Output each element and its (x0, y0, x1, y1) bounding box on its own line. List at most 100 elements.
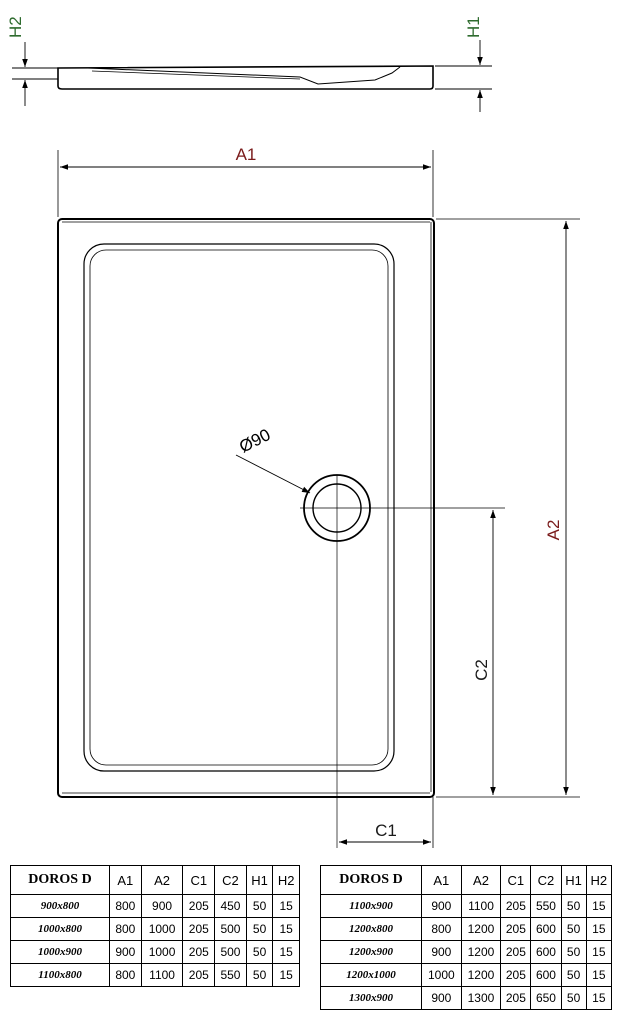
value-cell: 1200 (460, 963, 502, 987)
shower-tray-technical-drawing: H2 H1 A1 A2 C2 C1 Ø90 (6, 16, 580, 848)
size-cell: 1200x1000 (320, 963, 422, 987)
size-cell: 1000x800 (10, 917, 110, 941)
value-cell: 550 (530, 894, 562, 918)
spec-table-right: DOROS D A1 A2 C1 C2 H1 H2 1100x900 900 1… (320, 865, 613, 1010)
table-row: 1200x800 800 1200 205 600 50 15 (320, 917, 613, 941)
value-cell: 50 (245, 894, 274, 918)
value-cell: 600 (530, 917, 562, 941)
spec-table-left: DOROS D A1 A2 C1 C2 H1 H2 900x800 800 90… (10, 865, 300, 987)
model-column-header: DOROS D (320, 865, 422, 895)
value-cell: 900 (140, 894, 184, 918)
value-cell: 1200 (460, 917, 502, 941)
value-cell: 15 (585, 894, 613, 918)
model-column-header: DOROS D (10, 865, 110, 895)
table-row: 1100x900 900 1100 205 550 50 15 (320, 894, 613, 918)
table-row: 1200x900 900 1200 205 600 50 15 (320, 940, 613, 964)
h2-column-header: H2 (585, 865, 613, 895)
drain-diameter-leader (235, 454, 311, 494)
value-cell: 1000 (140, 940, 184, 964)
value-cell: 50 (245, 917, 274, 941)
table-row: 900x800 800 900 205 450 50 15 (10, 894, 300, 918)
value-cell: 500 (214, 940, 247, 964)
a1-column-header: A1 (109, 865, 142, 895)
table-header-row: DOROS D A1 A2 C1 C2 H1 H2 (10, 865, 300, 895)
c1-column-header: C1 (182, 865, 216, 895)
tray-profile-recess (87, 66, 401, 85)
value-cell: 1000 (421, 963, 462, 987)
table-row: 1200x1000 1000 1200 205 600 50 15 (320, 963, 613, 987)
tray-profile-inner-line (91, 70, 301, 80)
value-cell: 50 (560, 963, 587, 987)
value-cell: 800 (109, 894, 142, 918)
value-cell: 1300 (460, 986, 502, 1010)
c2-column-header: C2 (530, 865, 562, 895)
value-cell: 205 (182, 917, 216, 941)
value-cell: 900 (421, 894, 462, 918)
value-cell: 800 (421, 917, 462, 941)
value-cell: 500 (214, 917, 247, 941)
tray-profile-outline (57, 65, 434, 90)
value-cell: 900 (421, 986, 462, 1010)
size-cell: 1100x900 (320, 894, 422, 918)
c2-column-header: C2 (214, 865, 247, 895)
value-cell: 550 (214, 963, 247, 987)
value-cell: 205 (500, 940, 532, 964)
value-cell: 450 (214, 894, 247, 918)
value-cell: 1100 (140, 963, 184, 987)
drain-diameter-label: Ø90 (236, 425, 273, 457)
table-row: 1100x800 800 1100 205 550 50 15 (10, 963, 300, 987)
top-view (57, 150, 580, 848)
value-cell: 600 (530, 963, 562, 987)
a2-column-header: A2 (460, 865, 502, 895)
value-cell: 800 (109, 963, 142, 987)
c1-label: C1 (375, 821, 397, 840)
size-cell: 1300x900 (320, 986, 422, 1010)
value-cell: 15 (585, 940, 613, 964)
value-cell: 1100 (460, 894, 502, 918)
h1-column-header: H1 (560, 865, 587, 895)
c1-column-header: C1 (500, 865, 532, 895)
value-cell: 650 (530, 986, 562, 1010)
side-profile-view (12, 40, 492, 112)
table-row: 1300x900 900 1300 205 650 50 15 (320, 986, 613, 1010)
h2-column-header: H2 (272, 865, 300, 895)
value-cell: 15 (272, 894, 300, 918)
a1-label: A1 (236, 145, 257, 164)
tray-inner-basin-edge (89, 249, 389, 766)
table-row: 1000x900 900 1000 205 500 50 15 (10, 940, 300, 964)
table-row: 1000x800 800 1000 205 500 50 15 (10, 917, 300, 941)
value-cell: 205 (500, 986, 532, 1010)
value-cell: 205 (182, 894, 216, 918)
value-cell: 50 (245, 940, 274, 964)
value-cell: 15 (585, 917, 613, 941)
size-cell: 1100x800 (10, 963, 110, 987)
h1-label: H1 (464, 16, 483, 38)
size-cell: 1200x900 (320, 940, 422, 964)
size-cell: 1200x800 (320, 917, 422, 941)
value-cell: 205 (182, 963, 216, 987)
a1-column-header: A1 (421, 865, 462, 895)
value-cell: 205 (500, 963, 532, 987)
h1-column-header: H1 (245, 865, 274, 895)
value-cell: 205 (500, 894, 532, 918)
table-header-row: DOROS D A1 A2 C1 C2 H1 H2 (320, 865, 613, 895)
h2-label: H2 (6, 16, 25, 38)
value-cell: 600 (530, 940, 562, 964)
size-cell: 1000x900 (10, 940, 110, 964)
value-cell: 15 (272, 940, 300, 964)
value-cell: 15 (585, 963, 613, 987)
value-cell: 900 (109, 940, 142, 964)
value-cell: 15 (272, 917, 300, 941)
size-cell: 900x800 (10, 894, 110, 918)
value-cell: 50 (560, 917, 587, 941)
value-cell: 50 (560, 894, 587, 918)
value-cell: 1200 (460, 940, 502, 964)
value-cell: 15 (585, 986, 613, 1010)
tray-inner-basin (83, 243, 395, 772)
c2-label: C2 (472, 659, 491, 681)
value-cell: 900 (421, 940, 462, 964)
value-cell: 50 (560, 940, 587, 964)
a2-label: A2 (544, 520, 563, 541)
value-cell: 15 (272, 963, 300, 987)
value-cell: 800 (109, 917, 142, 941)
